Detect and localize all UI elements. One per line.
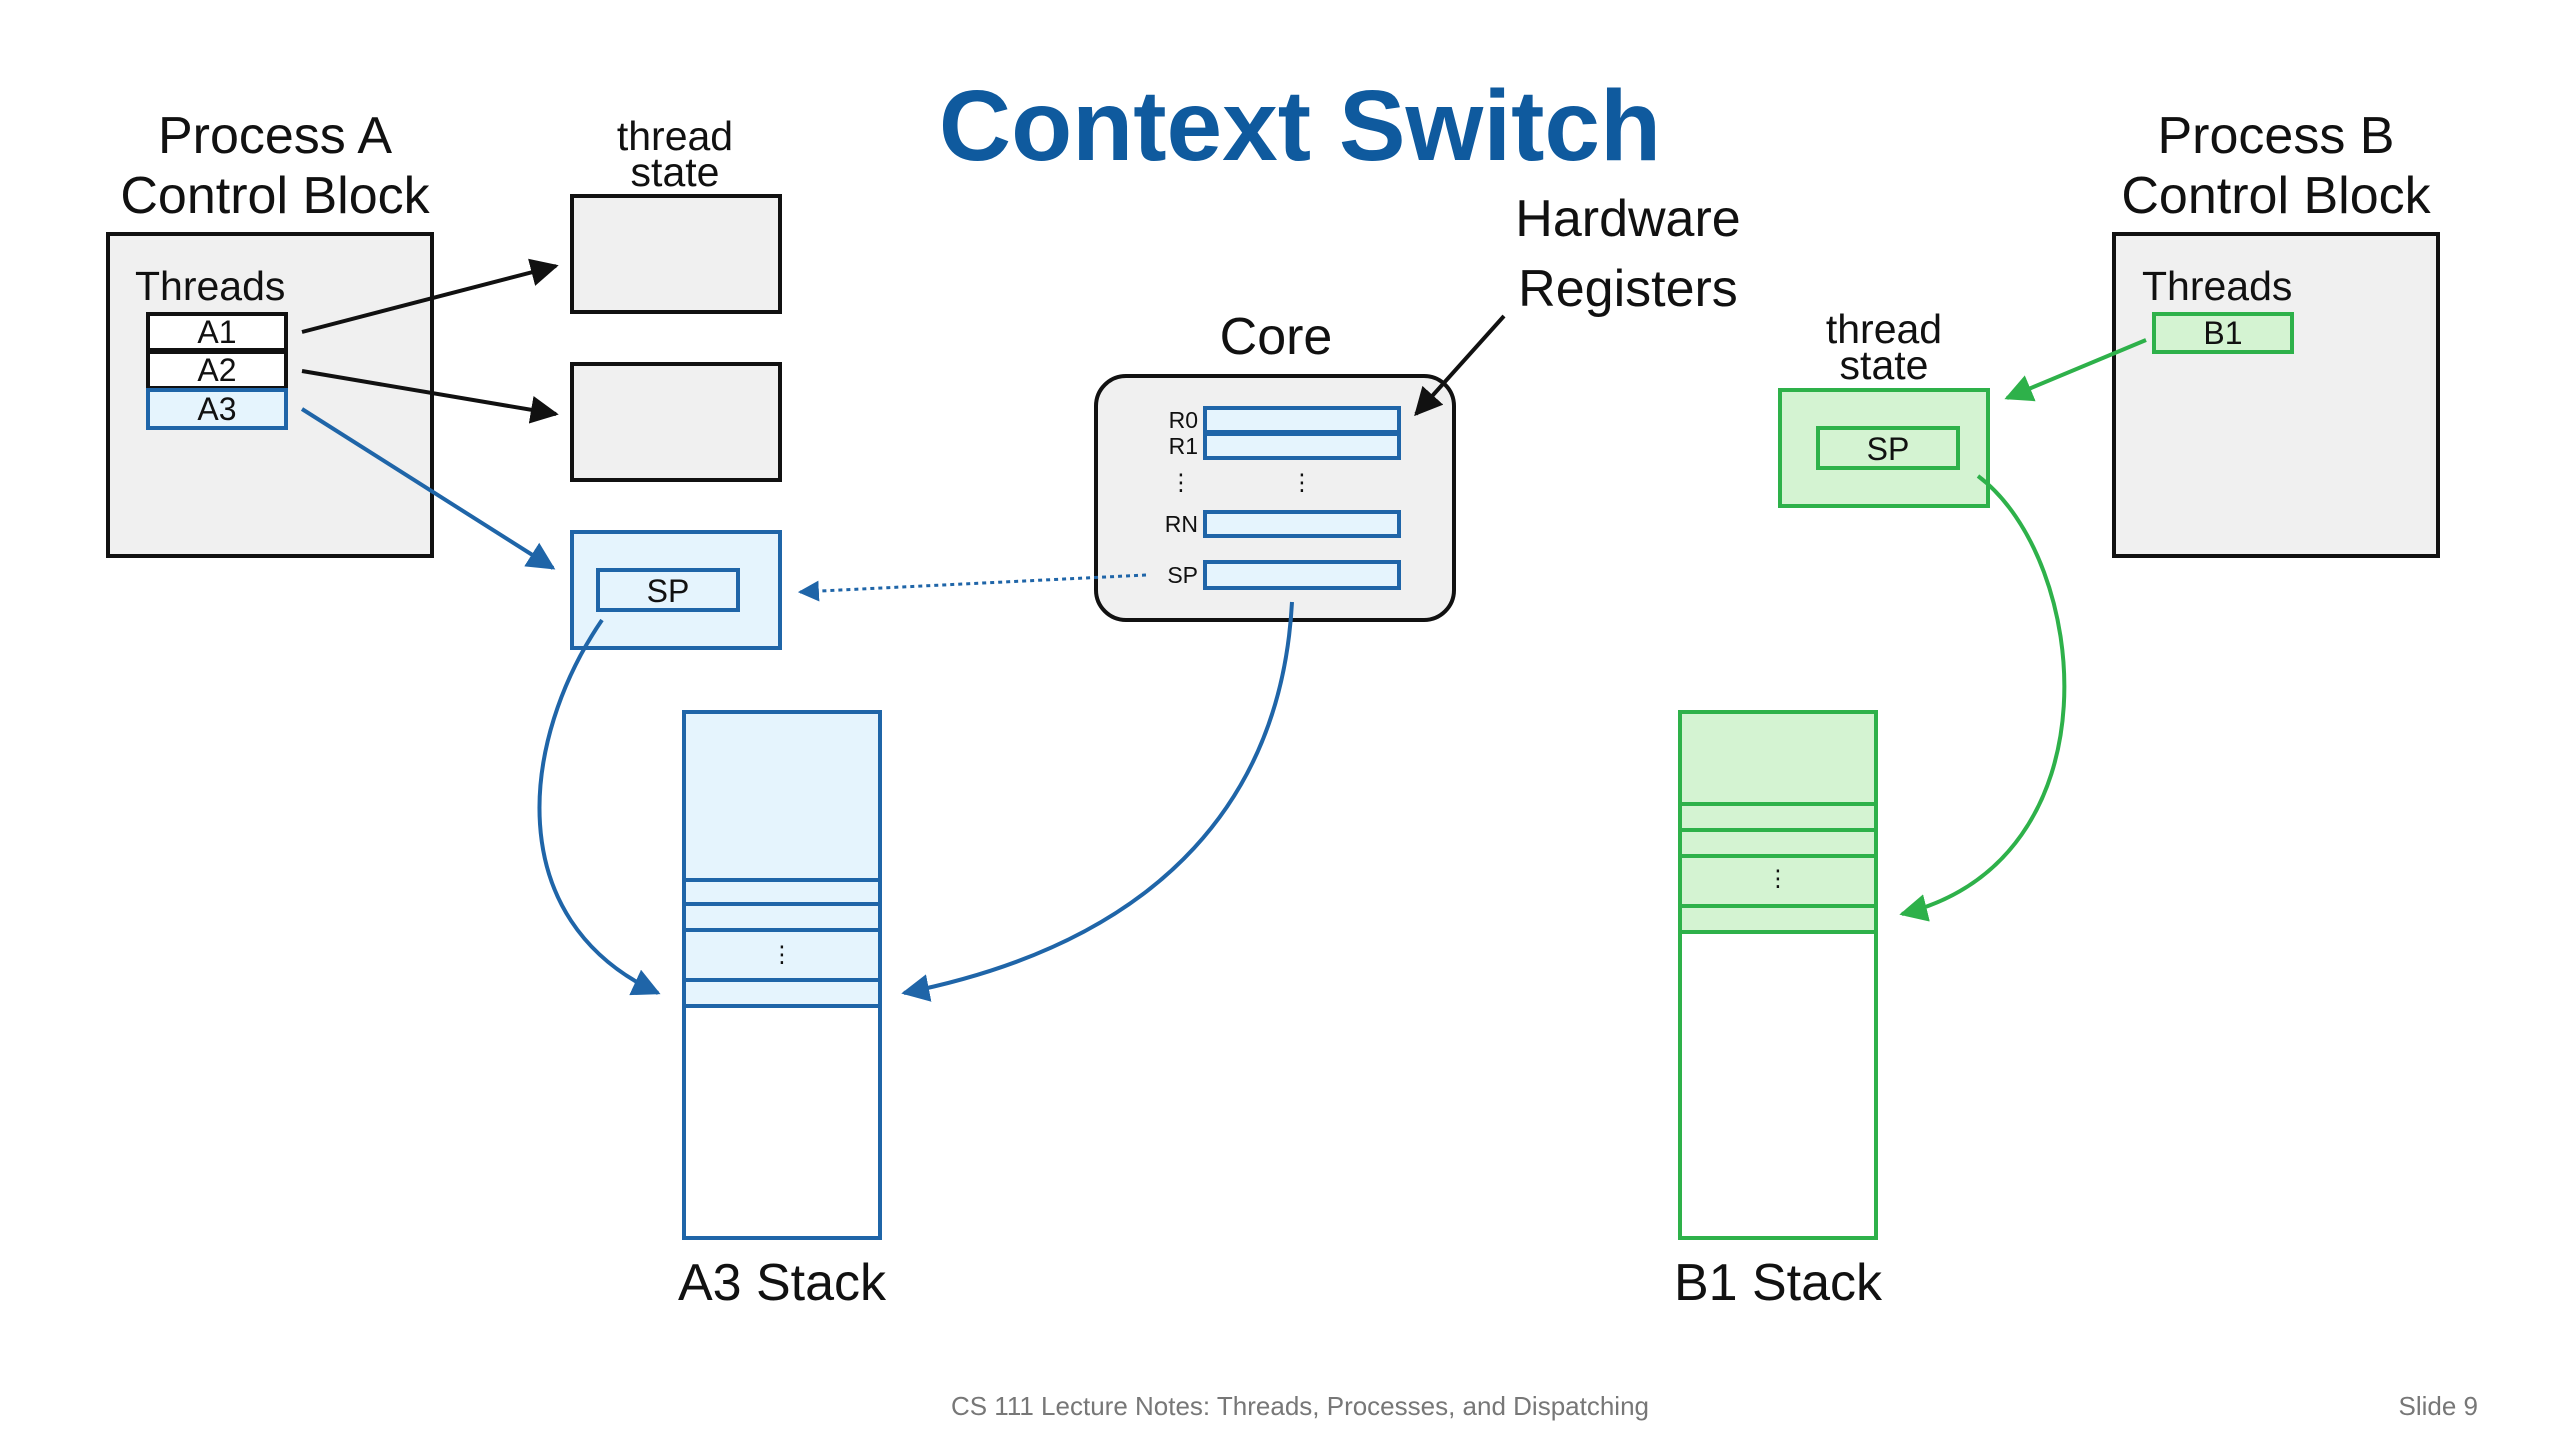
a3-stack-frame-1 [682,878,882,906]
b1-stack-ellipsis: ⋮ [1767,865,1790,891]
register-row-ellipsis: ⋮ [1291,469,1314,495]
arrow-b1-sp-to-stack [1899,474,2067,922]
hardware-registers-line1: Hardware [1515,190,1740,248]
b1-stack-free-region [1678,930,1878,1240]
register-r1-label: R1 [1169,433,1198,459]
register-rn [1203,510,1401,538]
arrow-b1-to-state [2004,338,2147,402]
thread-a3-label: A3 [197,391,236,427]
a3-stack-frame-3 [682,928,882,982]
thread-state-a-line1: thread [617,113,733,159]
arrow-a2-to-state [301,369,559,424]
thread-a2-label: A2 [197,352,236,388]
process-b-heading-line1: Process B [2158,107,2395,165]
thread-state-a3-sp-label: SP [647,573,690,609]
thread-state-a3-sp-field [596,568,740,612]
b1-stack-top-region [1678,710,1878,806]
a3-stack-free-region [682,1004,882,1240]
process-b-control-block [2112,232,2440,558]
register-rn-label: RN [1165,511,1198,537]
arrow-core-sp-to-a3-stack [901,601,1294,1002]
arrow-hardware-registers [1414,314,1506,417]
thread-state-a1-box [570,194,782,314]
register-r1 [1203,432,1401,460]
thread-state-b-line2: state [1840,342,1929,388]
a3-stack-frame-top [682,978,882,1008]
register-sp-label: SP [1167,562,1198,588]
arrow-a3-sp-to-stack [537,618,661,996]
register-r0-label: R0 [1169,407,1198,433]
slide-title: Context Switch [939,70,1661,182]
b1-stack-frame-1 [1678,802,1878,832]
arrow-a3-to-state [300,407,556,570]
thread-state-b1-sp-label: SP [1867,431,1910,467]
register-r0 [1203,406,1401,434]
b1-stack-frame-2 [1678,828,1878,858]
a3-stack-frame-2 [682,902,882,932]
arrow-a1-to-state [301,258,559,334]
process-a-heading-line1: Process A [158,107,392,165]
b1-stack-frame-top [1678,904,1878,934]
process-b-threads-label: Threads [2142,263,2292,309]
thread-b1-label: B1 [2203,315,2242,351]
core-label: Core [1220,308,1333,366]
thread-b1-box[interactable] [2152,312,2294,354]
process-a-threads-label: Threads [135,263,285,309]
a3-stack-ellipsis: ⋮ [771,941,794,967]
register-sp [1203,560,1401,590]
register-label-ellipsis: ⋮ [1170,469,1193,495]
thread-a3-box[interactable] [146,388,288,430]
thread-state-a2-box [570,362,782,482]
thread-state-b-line1: thread [1826,306,1942,352]
hardware-registers-line2: Registers [1518,260,1738,318]
arrow-core-sp-save [797,573,1147,602]
thread-a1-label: A1 [197,314,236,350]
a3-stack-label: A3 Stack [678,1254,887,1312]
footer-text: CS 111 Lecture Notes: Threads, Processes… [951,1391,1649,1421]
thread-state-a-line2: state [631,149,720,195]
b1-stack-label: B1 Stack [1674,1254,1883,1312]
process-a-heading-line2: Control Block [120,167,430,225]
thread-state-b1-sp-field [1816,426,1960,470]
process-b-heading-line2: Control Block [2121,167,2431,225]
footer-slide-number: Slide 9 [2399,1391,2479,1421]
a3-stack-top-region [682,710,882,882]
